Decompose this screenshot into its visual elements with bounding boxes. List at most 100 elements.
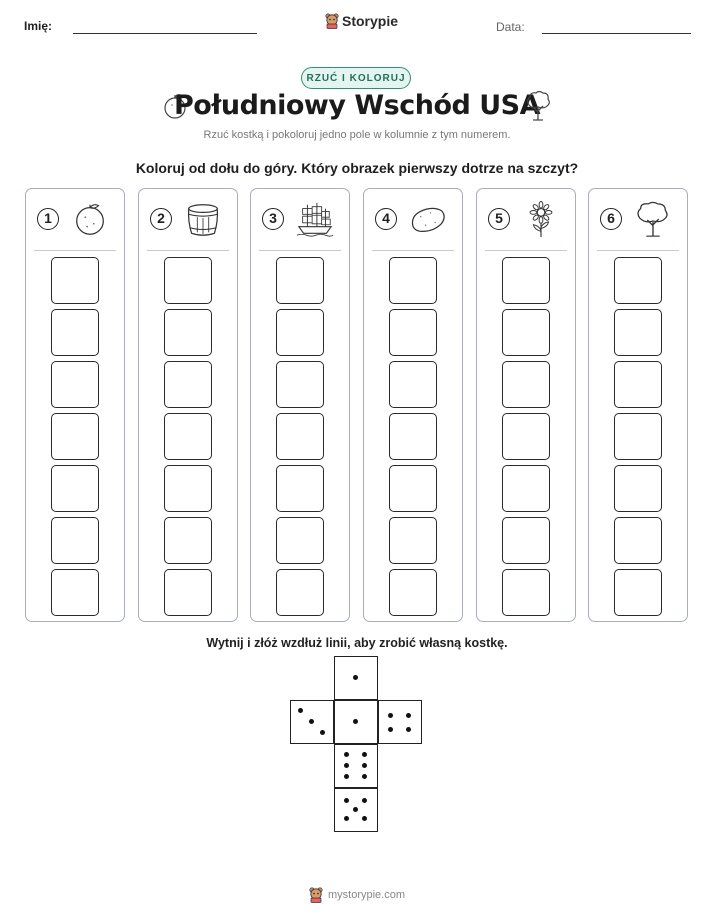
- color-cell[interactable]: [389, 569, 437, 616]
- instruction: Koloruj od dołu do góry. Który obrazek p…: [135, 160, 579, 176]
- column-number: 5: [488, 208, 510, 230]
- color-cell[interactable]: [614, 569, 662, 616]
- cell-stack: [502, 257, 550, 621]
- color-cell[interactable]: [614, 361, 662, 408]
- color-cell[interactable]: [389, 257, 437, 304]
- color-cell[interactable]: [614, 309, 662, 356]
- column-number: 2: [150, 208, 172, 230]
- color-cell[interactable]: [389, 517, 437, 564]
- color-cell[interactable]: [614, 413, 662, 460]
- column-divider: [34, 250, 116, 251]
- color-cell[interactable]: [51, 309, 99, 356]
- color-cell[interactable]: [164, 569, 212, 616]
- die-pip: [406, 712, 412, 718]
- die-pip: [353, 675, 358, 680]
- color-cell[interactable]: [164, 413, 212, 460]
- bear-mascot-icon: [309, 887, 323, 903]
- oak-tree-icon: [637, 201, 668, 237]
- sweet-potato-icon: [411, 207, 445, 233]
- color-cell[interactable]: [51, 569, 99, 616]
- color-cell[interactable]: [276, 413, 324, 460]
- orange-icon: [76, 204, 104, 235]
- name-line[interactable]: [73, 33, 257, 34]
- color-cell[interactable]: [276, 569, 324, 616]
- cell-stack: [164, 257, 212, 621]
- color-cell[interactable]: [389, 361, 437, 408]
- color-cell[interactable]: [164, 309, 212, 356]
- die-pip: [387, 712, 393, 718]
- roll-column: 5: [476, 188, 576, 622]
- die-pip: [362, 816, 368, 822]
- die-pip: [297, 707, 303, 713]
- column-number: 1: [37, 208, 59, 230]
- color-cell[interactable]: [389, 309, 437, 356]
- brand-name: Storypie: [342, 13, 399, 29]
- color-cell[interactable]: [51, 413, 99, 460]
- column-header: 5: [477, 189, 575, 249]
- footer: mystorypie.com: [0, 887, 714, 903]
- color-cell[interactable]: [51, 465, 99, 512]
- die-face-lower: [334, 744, 378, 788]
- color-cell[interactable]: [502, 257, 550, 304]
- brand-logo: Storypie: [325, 13, 398, 29]
- column-divider: [597, 250, 679, 251]
- die-pip: [343, 751, 349, 757]
- die-net: [290, 656, 426, 836]
- die-pip: [343, 816, 349, 822]
- barrel-icon: [187, 204, 219, 236]
- bear-mascot-icon: [325, 13, 339, 29]
- sailing-ship-icon: [296, 202, 334, 237]
- die-face-right: [378, 700, 422, 744]
- column-number: 4: [375, 208, 397, 230]
- color-cell[interactable]: [276, 257, 324, 304]
- color-cell[interactable]: [276, 309, 324, 356]
- name-label: Imię:: [24, 19, 53, 33]
- color-cell[interactable]: [164, 257, 212, 304]
- color-cell[interactable]: [51, 257, 99, 304]
- column-number: 6: [600, 208, 622, 230]
- orange-icon: [164, 94, 186, 119]
- color-cell[interactable]: [614, 517, 662, 564]
- column-divider: [147, 250, 229, 251]
- color-cell[interactable]: [502, 309, 550, 356]
- die-pip: [387, 727, 393, 733]
- column-divider: [259, 250, 341, 251]
- oak-tree-icon: [527, 90, 550, 121]
- die-face-top: [334, 656, 378, 700]
- column-header: 1: [26, 189, 124, 249]
- date-line[interactable]: [542, 33, 691, 34]
- color-cell[interactable]: [614, 465, 662, 512]
- color-cell[interactable]: [164, 517, 212, 564]
- color-cell[interactable]: [51, 361, 99, 408]
- color-cell[interactable]: [276, 465, 324, 512]
- color-cell[interactable]: [614, 257, 662, 304]
- die-pip: [362, 797, 368, 803]
- color-cell[interactable]: [276, 517, 324, 564]
- column-number: 3: [262, 208, 284, 230]
- color-cell[interactable]: [502, 517, 550, 564]
- color-cell[interactable]: [164, 361, 212, 408]
- column-divider: [372, 250, 454, 251]
- die-pip: [353, 807, 358, 812]
- color-cell[interactable]: [502, 465, 550, 512]
- color-cell[interactable]: [389, 465, 437, 512]
- color-cell[interactable]: [502, 569, 550, 616]
- date-label: Data:: [496, 20, 525, 34]
- color-cell[interactable]: [502, 413, 550, 460]
- page-title: Południowy Wschód USA: [174, 90, 541, 121]
- cut-instruction: Wytnij i złóż wzdłuż linii, aby zrobić w…: [206, 636, 508, 650]
- subtitle: Rzuć kostką i pokoloruj jedno pole w kol…: [203, 129, 511, 141]
- die-face-center: [334, 700, 378, 744]
- color-cell[interactable]: [502, 361, 550, 408]
- column-divider: [485, 250, 567, 251]
- column-header: 2: [139, 189, 237, 249]
- roll-column: 1: [25, 188, 125, 622]
- column-header: 6: [589, 189, 687, 249]
- roll-column: 4: [363, 188, 463, 622]
- color-cell[interactable]: [164, 465, 212, 512]
- color-cell[interactable]: [276, 361, 324, 408]
- color-cell[interactable]: [389, 413, 437, 460]
- die-pip: [362, 763, 368, 768]
- column-header: 3: [251, 189, 349, 249]
- color-cell[interactable]: [51, 517, 99, 564]
